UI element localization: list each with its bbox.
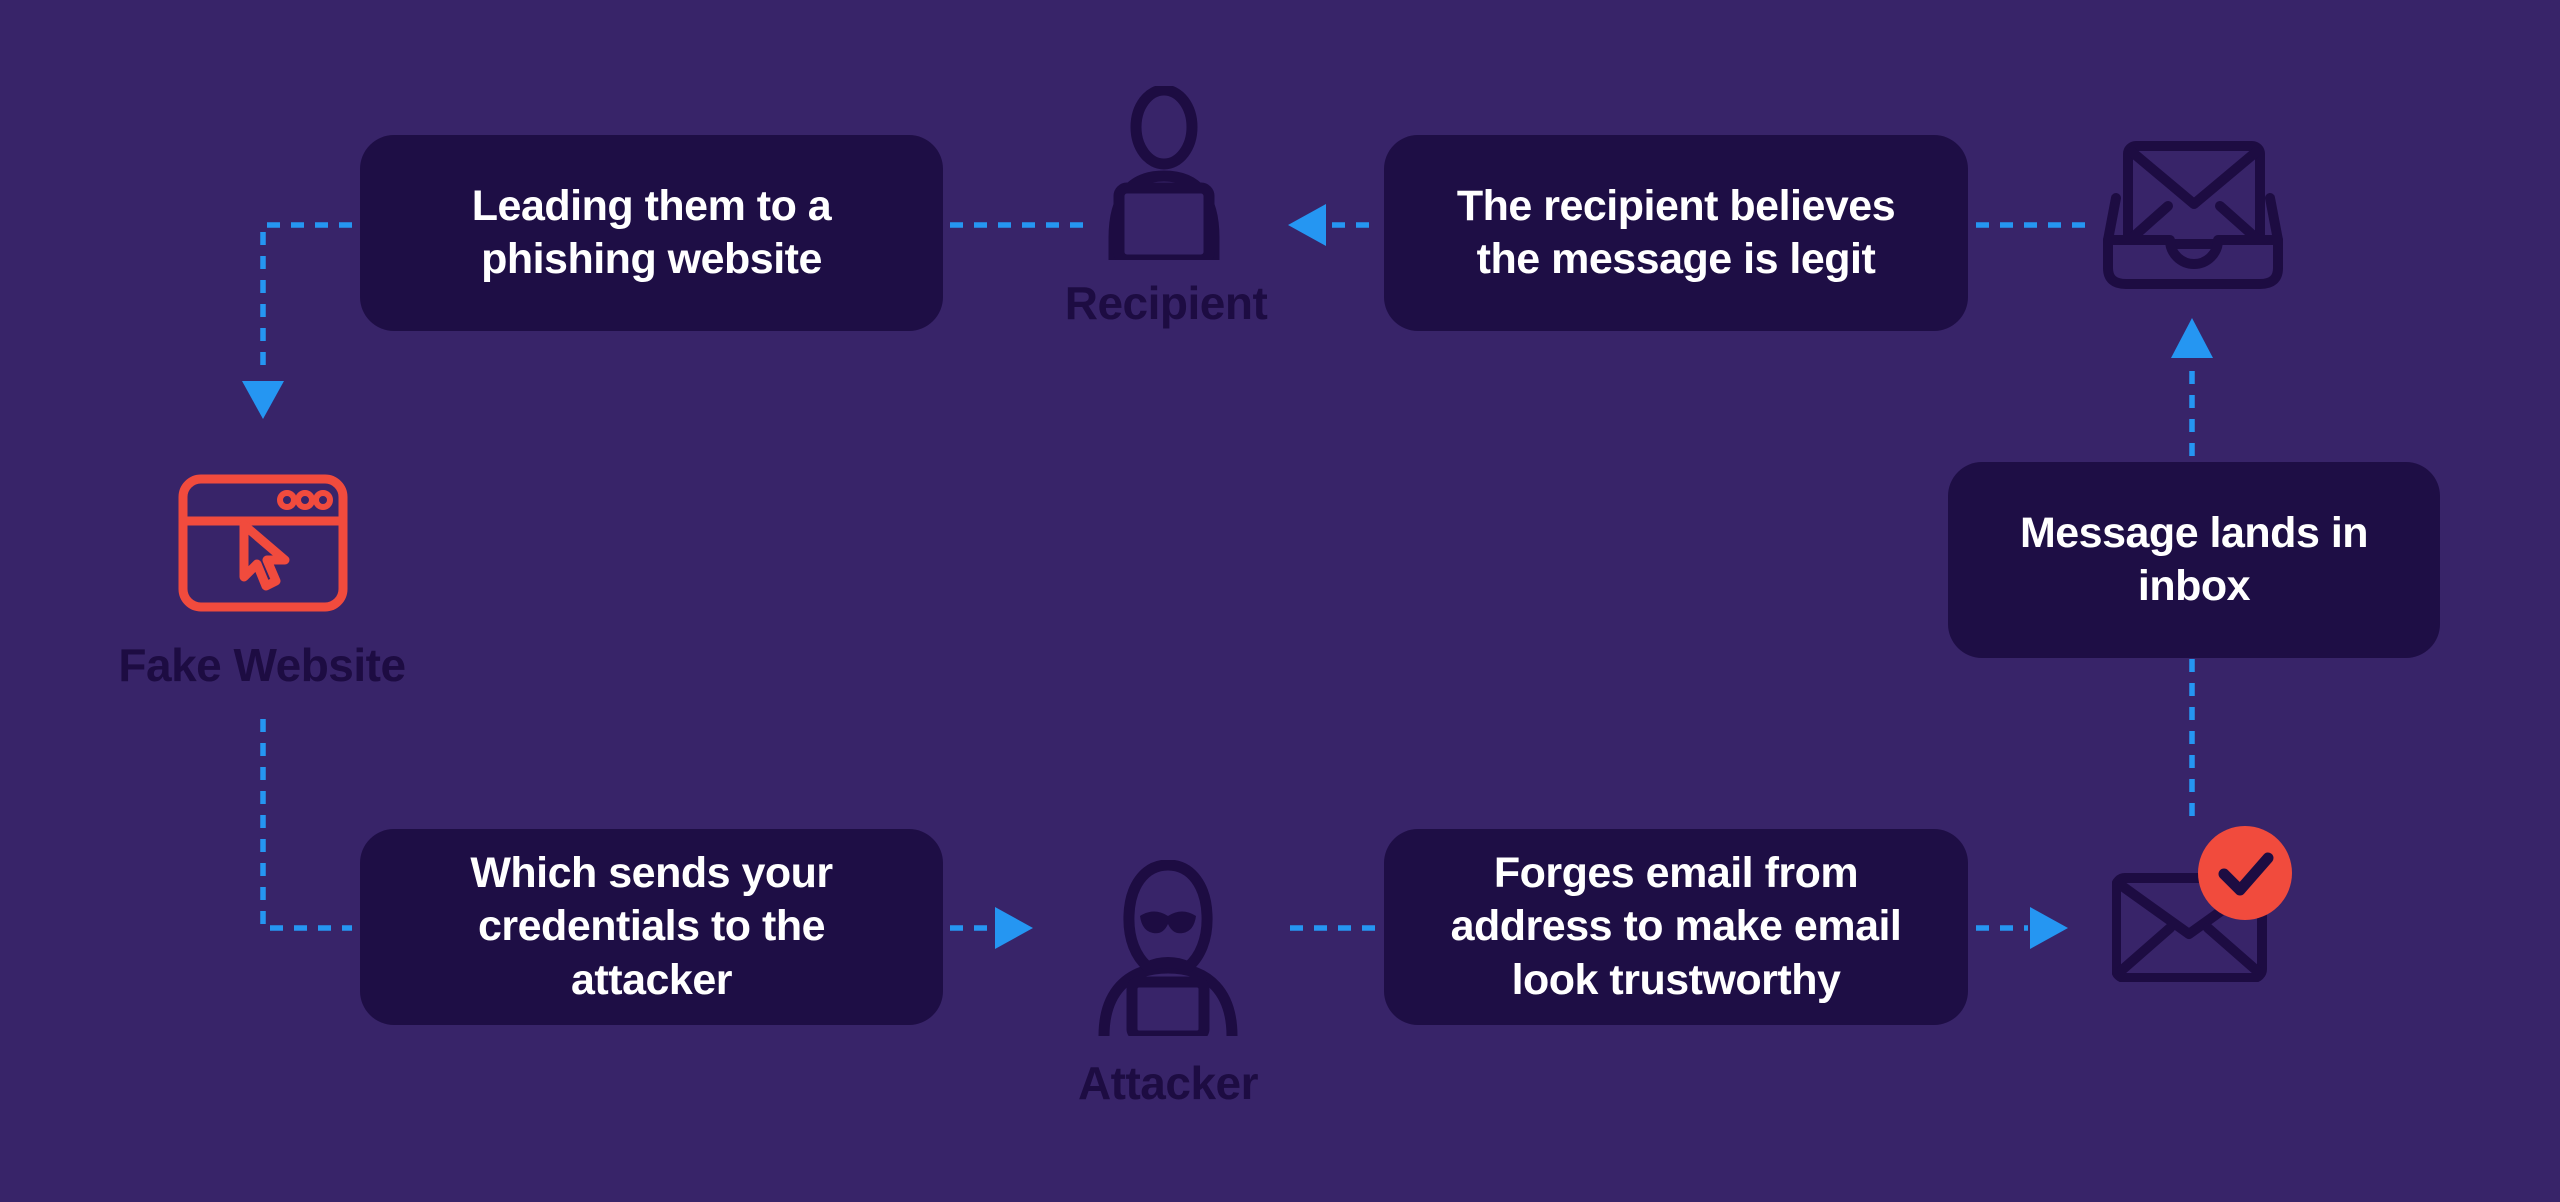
arrowhead-up-to-inbox-icon [2171, 318, 2213, 358]
arrowhead-right-to-attacker-icon [995, 907, 1033, 949]
flow-box-text: Forges email from address to make email … [1450, 849, 1902, 1004]
attacker-label: Attacker [1077, 1057, 1259, 1109]
arrowhead-down-to-fake-website-icon [242, 381, 284, 419]
cursor-arrow-shape [239, 520, 290, 591]
connector-phishing-box-elbow-down [260, 222, 352, 373]
recipient-label: Recipient [1064, 277, 1268, 329]
sunglasses-shape [1140, 911, 1196, 934]
flow-box-text: Which sends your credentials to the atta… [470, 849, 833, 1004]
arrowhead-left-to-recipient-icon [1288, 204, 1326, 246]
attacker-hacker-icon [1098, 860, 1238, 1036]
recipient-person-icon [1108, 86, 1220, 260]
flow-box-recipient-believes: The recipient believes the message is le… [1384, 135, 1968, 331]
flow-box-sends-credentials: Which sends your credentials to the atta… [360, 829, 943, 1025]
arrowhead-right-to-envelope-icon [2030, 907, 2068, 949]
flow-box-text: The recipient believes the message is le… [1456, 181, 1896, 283]
connector-fake-website-elbow-to-sends-box [260, 719, 352, 931]
flow-box-text: Leading them to a phishing website [471, 181, 832, 283]
flow-box-text: Message lands in inbox [2019, 508, 2369, 610]
check-mark [2218, 852, 2274, 896]
flow-box-forges-email-address: Forges email from address to make email … [1384, 829, 1968, 1025]
flow-box-message-lands-in-inbox: Message lands in inbox [1948, 462, 2440, 658]
fake-website-browser-icon [178, 474, 348, 612]
envelope-with-check-icon [2112, 826, 2292, 982]
flow-box-leading-to-phishing-website: Leading them to a phishing website [360, 135, 943, 331]
laptop-shape [1126, 976, 1210, 1036]
inbox-mail-tray-icon [2103, 141, 2283, 289]
fake-website-label: Fake Website [118, 639, 406, 691]
check-badge [2198, 826, 2292, 920]
